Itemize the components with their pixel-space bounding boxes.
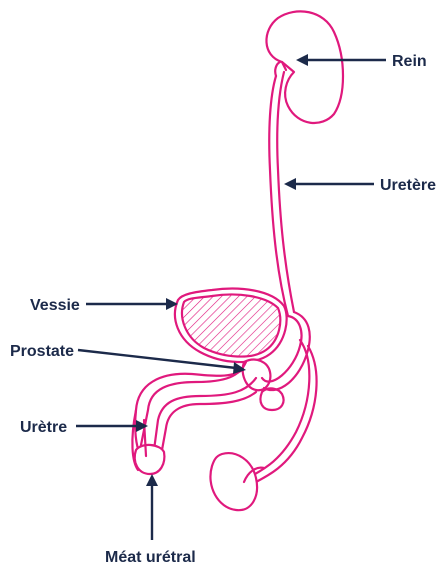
label-ureter: Uretère — [284, 177, 436, 194]
bladder — [175, 289, 287, 363]
label-urethra: Urètre — [20, 419, 148, 436]
label-prostate-text: Prostate — [10, 343, 74, 360]
label-ureter-text: Uretère — [380, 177, 436, 194]
label-bladder-text: Vessie — [30, 297, 80, 314]
label-meatus: Méat urétral — [105, 474, 196, 566]
label-bladder: Vessie — [30, 297, 178, 314]
label-meatus-text: Méat urétral — [105, 549, 196, 566]
label-kidney-text: Rein — [392, 53, 427, 70]
testis — [210, 453, 264, 510]
label-urethra-text: Urètre — [20, 419, 67, 436]
